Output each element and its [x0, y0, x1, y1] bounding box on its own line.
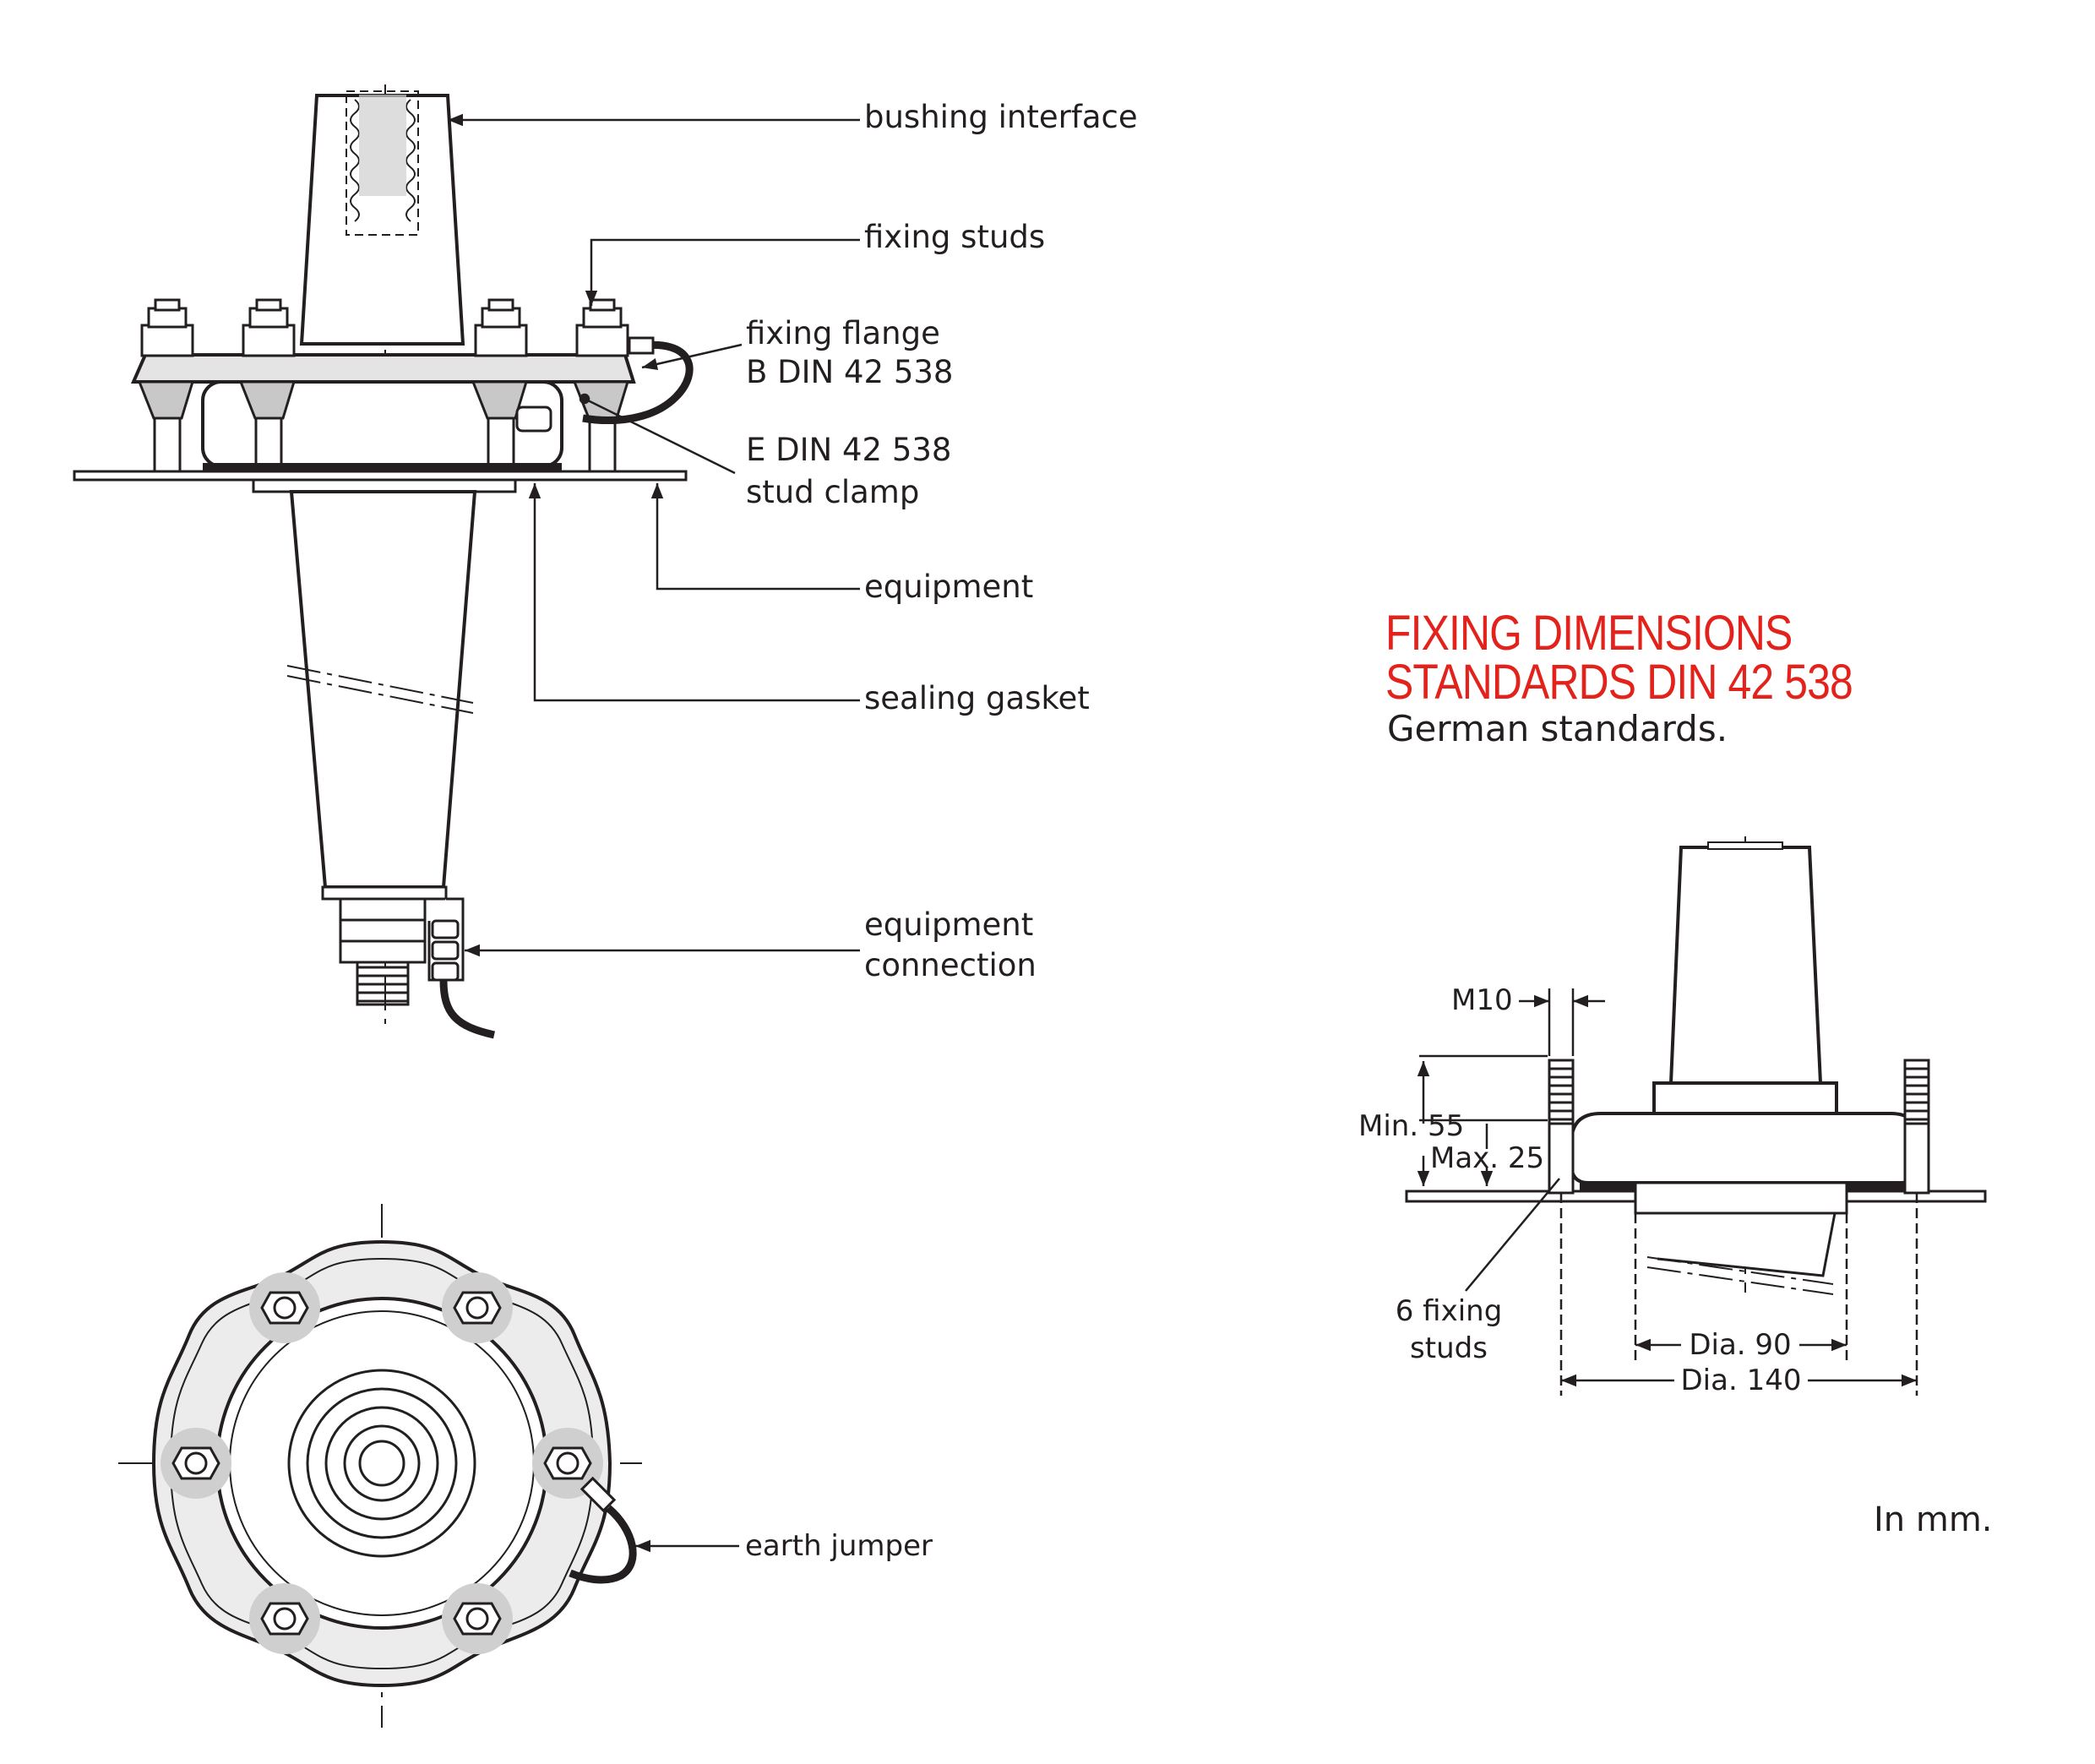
label-stud-clamp-standard: E DIN 42 538	[746, 432, 952, 468]
fixing-dimensions-subtitle: German standards.	[1387, 708, 1728, 749]
label-fixing-flange: fixing flange	[746, 315, 940, 351]
bushing-side-view	[73, 84, 694, 1039]
units-note: In mm.	[1874, 1500, 1993, 1539]
label-equipment-connection-1: equipment	[864, 906, 1034, 943]
dimension-lines	[1417, 988, 1918, 1396]
label-stud-clamp: stud clamp	[746, 474, 920, 510]
label-fixing-flange-standard: B DIN 42 538	[746, 354, 954, 390]
label-six-fixing-studs-1: 6 fixing	[1395, 1294, 1503, 1328]
bushing-top-view	[118, 1204, 642, 1728]
dim-m10: M10	[1451, 983, 1513, 1017]
label-sealing-gasket: sealing gasket	[864, 680, 1090, 716]
side-view-leaders	[448, 113, 860, 957]
label-bushing-interface: bushing interface	[864, 99, 1138, 135]
fixing-dimensions-title-1: FIXING DIMENSIONS	[1385, 606, 1793, 661]
dim-max-25: Max. 25	[1430, 1141, 1545, 1175]
label-equipment: equipment	[864, 569, 1034, 605]
dim-dia-90: Dia. 90	[1689, 1328, 1792, 1362]
fixing-dimensions-drawing	[1405, 836, 1987, 1295]
dim-min-55: Min. 55	[1358, 1109, 1465, 1143]
dim-dia-140: Dia. 140	[1680, 1364, 1802, 1397]
fixing-dimensions-title-2: STANDARDS DIN 42 538	[1385, 655, 1853, 710]
label-fixing-studs: fixing studs	[864, 219, 1046, 255]
label-earth-jumper: earth jumper	[745, 1529, 933, 1563]
label-six-fixing-studs-2: studs	[1410, 1331, 1488, 1365]
label-equipment-connection-2: connection	[864, 947, 1037, 983]
